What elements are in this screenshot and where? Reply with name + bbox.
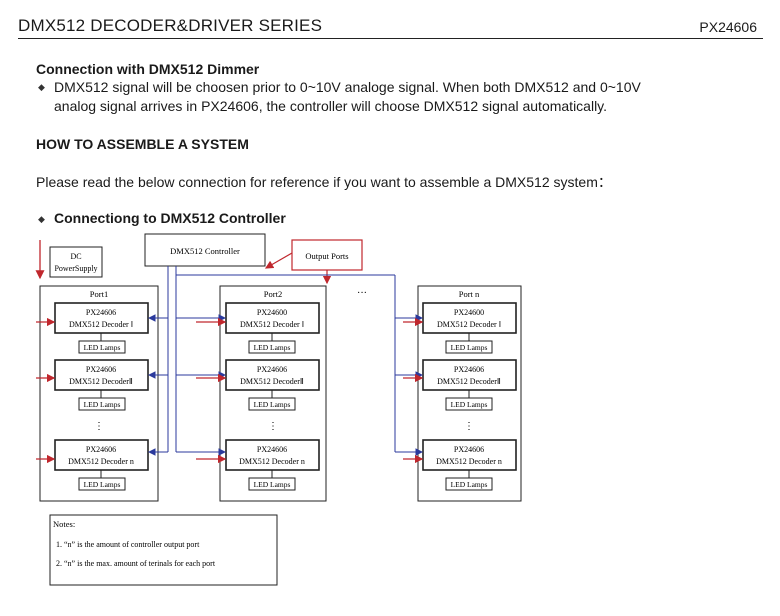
dimmer-paragraph-line2: analog signal arrives in PX24606, the co…	[54, 98, 608, 114]
vertical-ellipsis: ⋮	[94, 421, 104, 432]
led-lamps-label: LED Lamps	[254, 480, 291, 489]
port-label: Port n	[459, 289, 480, 299]
port-label: Port2	[264, 289, 282, 299]
output-ports-box	[291, 239, 363, 271]
notes-line-2: 2. “n” is the max. amount of terinals fo…	[56, 559, 216, 568]
notes-box	[49, 514, 278, 586]
dimmer-paragraph-line1: DMX512 signal will be choosen prior to 0…	[54, 79, 641, 95]
decoder-model: PX24606	[454, 445, 484, 454]
decoder-name: DMX512 Decoder n	[68, 457, 134, 466]
dmx512-controller-box	[144, 233, 266, 267]
dc-label: DC	[70, 252, 81, 261]
decoder-name: DMX512 Decoder Ⅰ	[437, 320, 501, 329]
port-label: Port1	[90, 289, 108, 299]
decoder-name: DMX512 Decoder Ⅰ	[240, 320, 304, 329]
decoder-model: PX24606	[86, 365, 116, 374]
led-lamps-box	[78, 477, 126, 491]
page-header: DMX512 DECODER&DRIVER SERIES PX24606	[18, 12, 763, 39]
decoder-name: DMX512 DecoderⅡ	[240, 377, 304, 386]
model-number: PX24606	[699, 19, 757, 35]
output-ports-label: Output Ports	[305, 251, 348, 261]
decoder-name: DMX512 Decoder Ⅰ	[69, 320, 133, 329]
led-lamps-box	[78, 397, 126, 411]
decoder-box	[225, 439, 320, 471]
led-lamps-label: LED Lamps	[84, 343, 121, 352]
port-column: Port1 PX24606 DMX512 Decoder Ⅰ LED Lamps…	[39, 285, 159, 502]
dmx512-controller-label: DMX512 Controller	[170, 246, 240, 256]
led-lamps-label: LED Lamps	[451, 400, 488, 409]
port-column: Port2 PX24600 DMX512 Decoder Ⅰ LED Lamps…	[219, 285, 327, 502]
bullet-icon: ◆	[38, 82, 45, 92]
led-lamps-label: LED Lamps	[254, 400, 291, 409]
section-title-controller: Connectiong to DMX512 Controller	[54, 210, 286, 226]
decoder-model: PX24600	[454, 308, 484, 317]
decoder-model: PX24606	[454, 365, 484, 374]
decoder-name: DMX512 DecoderⅡ	[69, 377, 133, 386]
assemble-intro: Please read the below connection for ref…	[36, 174, 612, 190]
led-lamps-label: LED Lamps	[254, 343, 291, 352]
notes-line-1: 1. “n” is the amount of controller outpu…	[56, 540, 200, 549]
series-title: DMX512 DECODER&DRIVER SERIES	[18, 16, 323, 35]
output-ports-pointer	[264, 252, 293, 269]
bullet-icon: ◆	[38, 214, 45, 224]
decoder-model: PX24600	[257, 308, 287, 317]
notes-title: Notes:	[53, 519, 75, 529]
led-lamps-label: LED Lamps	[84, 480, 121, 489]
power-arrows	[36, 317, 424, 464]
decoder-model: PX24606	[86, 308, 116, 317]
decoder-lamp-connectors	[100, 333, 470, 478]
section-title-assemble: HOW TO ASSEMBLE A SYSTEM	[36, 136, 249, 152]
led-lamps-label: LED Lamps	[451, 480, 488, 489]
decoder-name: DMX512 DecoderⅡ	[437, 377, 501, 386]
power-supply-label: PowerSupply	[54, 264, 97, 273]
dc-power-supply-box	[49, 246, 103, 278]
vertical-ellipsis: ⋮	[268, 421, 278, 432]
led-lamps-label: LED Lamps	[84, 400, 121, 409]
decoder-model: PX24606	[257, 445, 287, 454]
section-title-dimmer: Connection with DMX512 Dimmer	[36, 61, 260, 77]
vertical-ellipsis: ⋮	[464, 421, 474, 432]
decoder-name: DMX512 Decoder n	[436, 457, 502, 466]
decoder-model: PX24606	[86, 445, 116, 454]
led-lamps-label: LED Lamps	[451, 343, 488, 352]
decoder-name: DMX512 Decoder n	[239, 457, 305, 466]
decoder-model: PX24606	[257, 365, 287, 374]
decoder-box	[54, 359, 149, 391]
horizontal-ellipsis: ···	[357, 288, 367, 299]
led-lamps-box	[78, 340, 126, 354]
